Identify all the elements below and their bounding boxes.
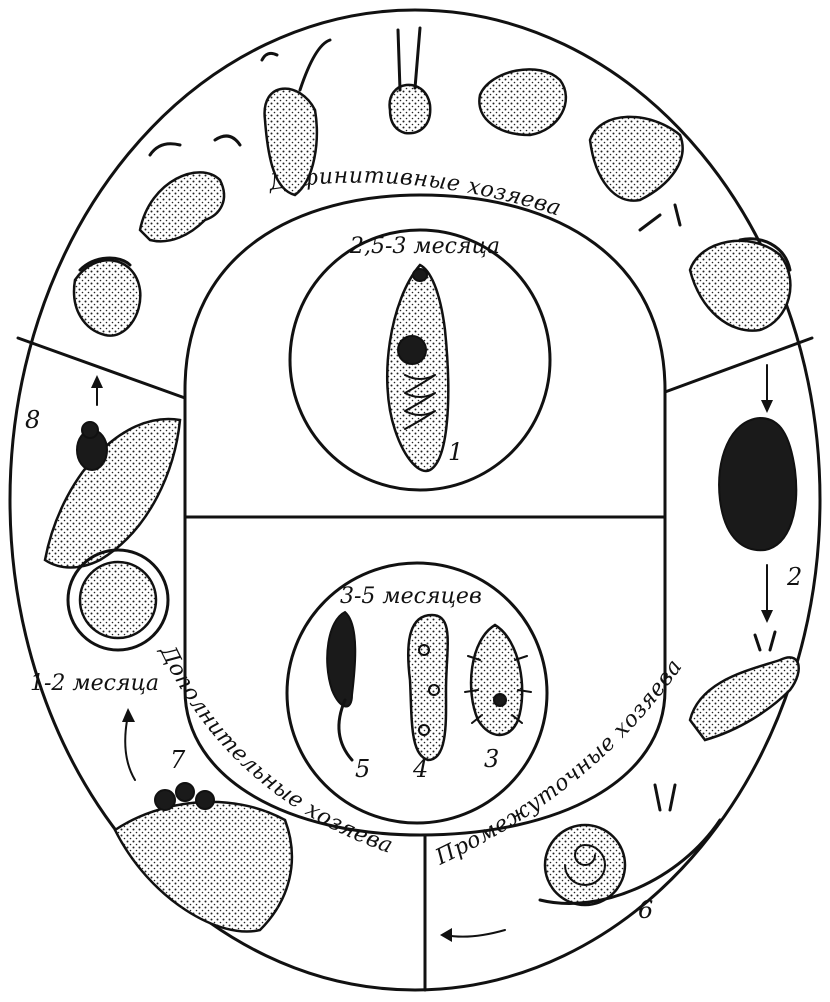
egg-illustration	[719, 418, 796, 550]
cow-head-illustration	[140, 136, 240, 241]
larval-duration-label: 3-5 месяцев	[340, 584, 482, 609]
cyst-illustration	[68, 550, 168, 650]
ant-duration-label: 1-2 месяца	[30, 671, 159, 696]
rabbit-head-illustration	[390, 28, 431, 133]
bear-head-illustration	[479, 69, 566, 135]
arrow-egg-to-snail	[761, 565, 773, 623]
stage-number-5: 5	[355, 755, 370, 783]
snail-illustration-lower	[540, 785, 720, 905]
miracidium-illustration	[465, 625, 531, 735]
stage-number-4: 4	[412, 755, 428, 783]
snail-illustration-upper	[690, 632, 799, 740]
cercaria-illustration	[327, 612, 355, 760]
stage-number-2: 2	[786, 563, 802, 591]
arrow-cyst-to-ant	[122, 708, 135, 780]
adult-duration-label: 2,5-3 месяца	[349, 234, 500, 259]
sporocyst-illustration	[408, 615, 448, 760]
arrow-ant-to-host	[91, 375, 103, 405]
divider-right	[665, 338, 812, 392]
arrow-snail-to-cyst	[440, 928, 505, 942]
stage-number-7: 7	[170, 746, 186, 774]
stage-number-1: 1	[448, 438, 463, 466]
stage-number-6: 6	[638, 896, 653, 924]
horse-head-illustration	[590, 117, 683, 230]
adult-fluke-illustration	[387, 265, 448, 471]
divider-left	[18, 338, 185, 398]
stage-number-3: 3	[484, 745, 499, 773]
cyst-cluster-illustration	[115, 783, 292, 932]
stage-number-8: 8	[25, 406, 40, 434]
human-head-illustration	[690, 239, 790, 331]
sheep-head-illustration	[74, 258, 140, 336]
ant-on-leaf-illustration	[45, 419, 180, 567]
arrow-host-to-egg	[761, 365, 773, 413]
